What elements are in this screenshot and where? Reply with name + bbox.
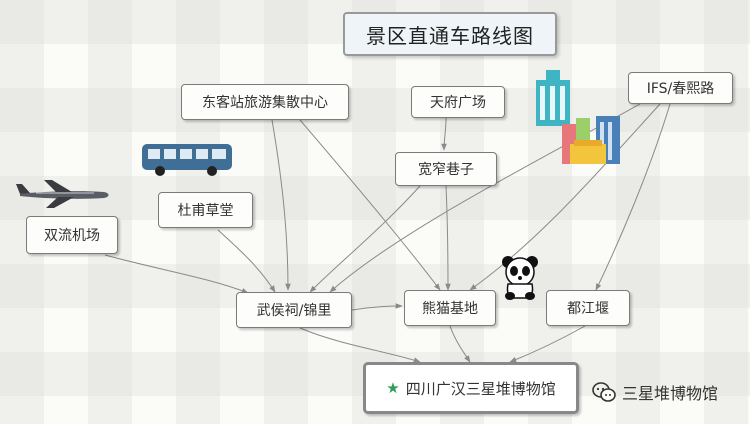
edge-wuhou-museum <box>299 327 421 363</box>
edge-kuanzhai-wuhou <box>309 185 421 293</box>
node-panda-base: 熊猫基地 <box>404 290 496 326</box>
wechat-icon <box>592 382 616 402</box>
airplane-icon <box>16 180 109 208</box>
bus-icon <box>142 144 232 176</box>
edge-wuhou-panda <box>351 303 403 311</box>
node-ifs: IFS/春熙路 <box>628 72 733 104</box>
edge-dufu-wuhou <box>217 229 276 293</box>
edge-ifs-dujiang <box>595 103 671 291</box>
node-east-station: 东客站旅游集散中心 <box>181 84 349 120</box>
edge-kuanzhai-panda <box>445 185 451 291</box>
edge-panda-museum <box>449 325 471 363</box>
edge-east-wuhou <box>271 119 291 291</box>
edge-tianfu-kuanzhai <box>441 117 447 151</box>
edge-dujiang-museum <box>509 325 586 363</box>
star-icon: ★ <box>386 379 400 397</box>
node-kuanzhai: 宽窄巷子 <box>395 152 497 186</box>
diagram-title: 景区直通车路线图 <box>343 12 557 56</box>
panda-icon <box>502 256 538 300</box>
node-airport: 双流机场 <box>26 216 118 254</box>
node-dufu: 杜甫草堂 <box>158 192 253 228</box>
edge-ifs-panda <box>469 103 661 291</box>
node-museum: ★ 四川广汉三星堆博物馆 <box>363 362 579 414</box>
node-tianfu: 天府广场 <box>411 86 505 118</box>
watermark: 三星堆博物馆 <box>592 379 718 405</box>
museum-label: 四川广汉三星堆博物馆 <box>405 379 556 398</box>
node-wuhou: 武侯祠/锦里 <box>236 292 352 328</box>
watermark-text: 三星堆博物馆 <box>622 384 719 403</box>
node-dujiang: 都江堰 <box>546 290 630 326</box>
edge-airport-wuhou <box>104 254 249 294</box>
buildings-icon <box>536 70 620 164</box>
edge-east-panda <box>299 119 441 291</box>
